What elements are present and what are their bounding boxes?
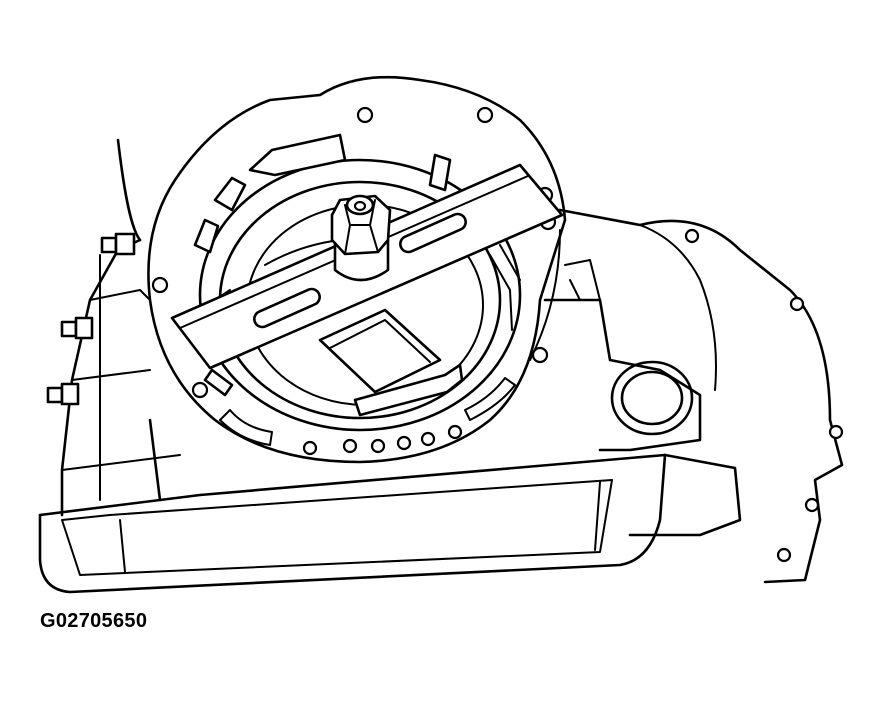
oil-pan (38, 453, 742, 594)
transmission-case (46, 138, 231, 517)
round-port-inner (620, 370, 684, 426)
flange-bottom-hole-6 (447, 424, 463, 440)
flange-bolt-hole-6 (151, 276, 169, 294)
bell-bolt-hole-2 (789, 296, 805, 312)
flange-bottom-hole-4 (396, 435, 412, 451)
drum-outer (198, 158, 522, 432)
flange-bottom-hole-3 (370, 438, 386, 454)
center-nut (330, 194, 392, 282)
bolt-left-3 (46, 386, 64, 404)
flange-bolt-hole-2 (476, 106, 494, 124)
drum-tab-5 (203, 368, 234, 397)
flange-bottom-hole-1 (302, 440, 318, 456)
clutch-drum (193, 133, 522, 432)
bolt-left-2-head (74, 316, 94, 340)
flange-bolt-hole-1 (356, 106, 374, 124)
bolt-left-3-head (60, 382, 80, 406)
bolt-left-1 (100, 236, 118, 254)
flange-bottom-hole-5 (420, 431, 436, 447)
drum-tab-3 (193, 218, 220, 254)
flange-slot-2 (464, 377, 516, 421)
tool-slot-left (253, 287, 321, 329)
bell-bolt-hole-3 (828, 424, 844, 440)
bell-bolt-hole-1 (684, 228, 700, 244)
bell-bolt-hole-5 (776, 547, 792, 563)
flange-bolt-hole-7 (191, 381, 209, 399)
bell-housing (543, 208, 844, 584)
tool-slot-right (399, 212, 467, 254)
bolt-left-2 (60, 320, 78, 338)
bell-bolt-hole-4 (804, 497, 820, 513)
drum-tab-6 (353, 363, 464, 417)
bolt-left-1-head (114, 232, 136, 256)
flange-slot-1 (219, 409, 273, 446)
drum-tab-1 (248, 133, 347, 177)
gear-slot (318, 308, 442, 394)
drum-tab-2 (213, 176, 247, 212)
round-port-outer (610, 360, 694, 436)
flange-bottom-hole-2 (342, 438, 358, 454)
nut-center-hole (353, 200, 367, 212)
drum-tab-4 (428, 153, 452, 192)
figure-id-label: G02705650 (40, 610, 148, 632)
flange-bolt-hole-5 (531, 346, 549, 364)
